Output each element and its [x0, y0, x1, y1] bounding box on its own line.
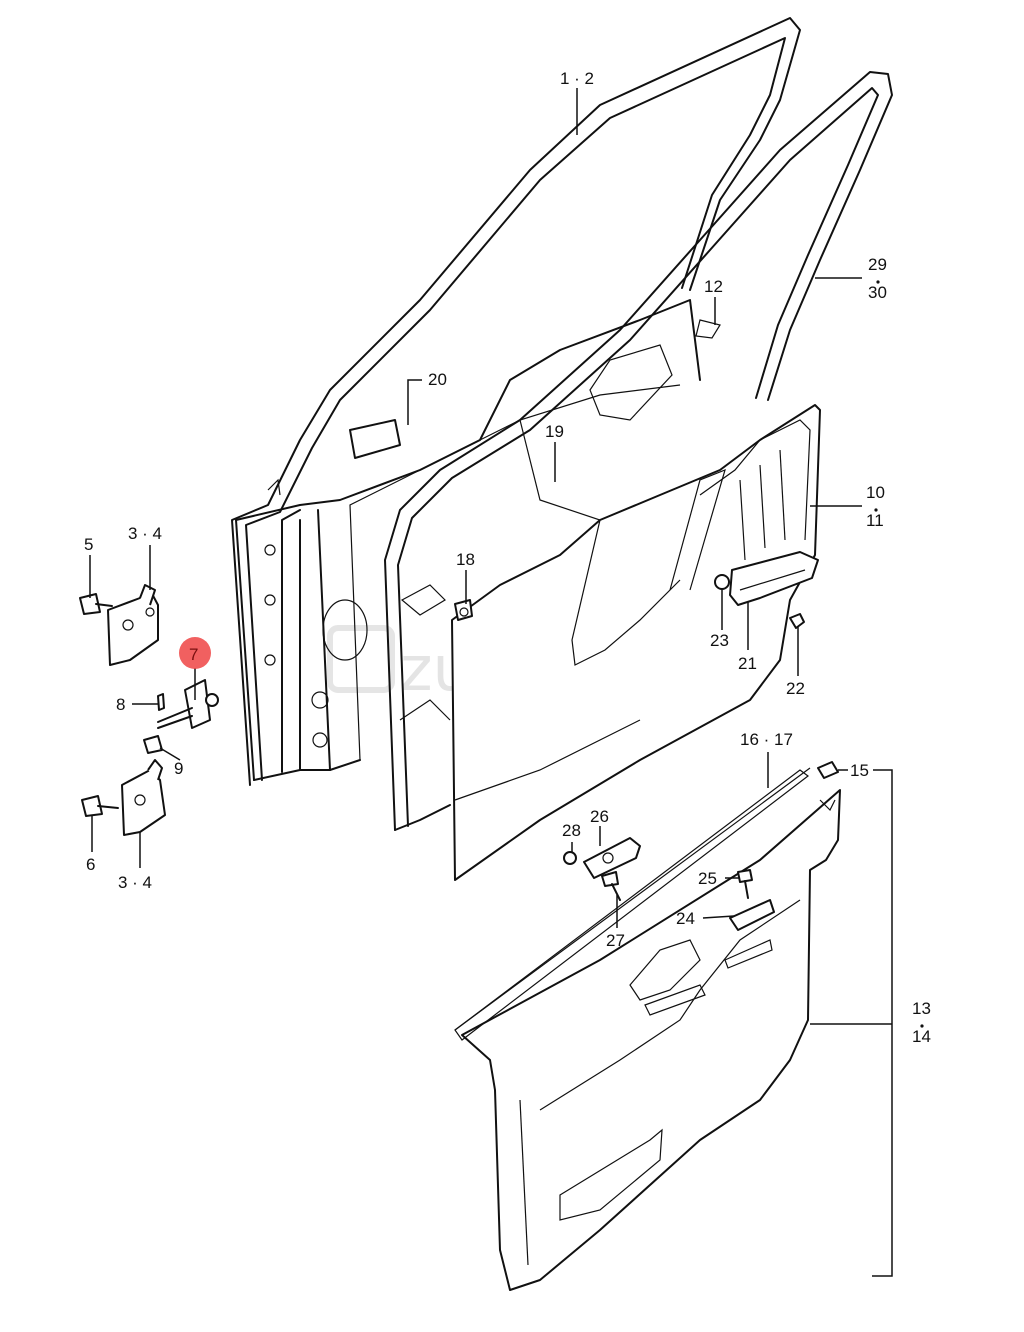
label-16-17: 16 · 17 [740, 730, 793, 749]
pin-part[interactable] [157, 693, 165, 711]
label-9: 9 [174, 759, 183, 778]
label-20: 20 [428, 370, 447, 389]
label-24: 24 [676, 909, 695, 928]
label-10: 10 [866, 483, 885, 502]
label-27: 27 [606, 931, 625, 950]
leader-lines [89, 88, 893, 1277]
label-22: 22 [786, 679, 805, 698]
label-12: 12 [704, 277, 723, 296]
label-13: 13 [912, 999, 931, 1018]
door-opening-weatherstrip-part[interactable] [384, 71, 893, 831]
inside-handle-part[interactable] [714, 551, 819, 629]
label-29: 29 [868, 255, 887, 274]
label-14: 14 [912, 1027, 931, 1046]
part-labels: 1 · 2 29 30 12 20 19 10 11 5 3 · 4 18 7 … [84, 69, 931, 1046]
label-3-4-top: 3 · 4 [128, 524, 162, 543]
label-18: 18 [456, 550, 475, 569]
label-19: 19 [545, 422, 564, 441]
label-28: 28 [562, 821, 581, 840]
label-21: 21 [738, 654, 757, 673]
garnish-clip-part[interactable] [817, 761, 839, 779]
check-bolt-part[interactable] [143, 735, 163, 754]
label-6: 6 [86, 855, 95, 874]
door-check-part[interactable] [157, 679, 219, 729]
trim-handle-part[interactable] [729, 899, 775, 931]
label-5: 5 [84, 535, 93, 554]
label-3-4-bottom: 3 · 4 [118, 873, 152, 892]
upper-hinge-part[interactable] [107, 584, 159, 666]
door-glass-part[interactable] [451, 404, 821, 881]
door-trim-panel-part[interactable] [454, 769, 841, 1291]
label-15: 15 [850, 761, 869, 780]
door-weatherstrip-part[interactable] [231, 17, 801, 786]
label-23: 23 [710, 631, 729, 650]
label-11: 11 [866, 511, 884, 530]
lower-bolt-part[interactable] [81, 795, 119, 817]
label-1-2: 1 · 2 [560, 69, 594, 88]
lower-hinge-part[interactable] [121, 759, 166, 836]
strip-part[interactable] [454, 767, 811, 1031]
door-shell-part[interactable] [235, 299, 701, 781]
label-30: 30 [868, 283, 887, 302]
clip-part[interactable] [454, 599, 473, 621]
label-26: 26 [590, 807, 609, 826]
screw-parts[interactable] [601, 869, 753, 901]
label-7: 7 [189, 645, 198, 664]
label-8: 8 [116, 695, 125, 714]
highlight-marker[interactable] [179, 637, 211, 669]
bracket-part[interactable] [563, 837, 641, 879]
label-25: 25 [698, 869, 717, 888]
